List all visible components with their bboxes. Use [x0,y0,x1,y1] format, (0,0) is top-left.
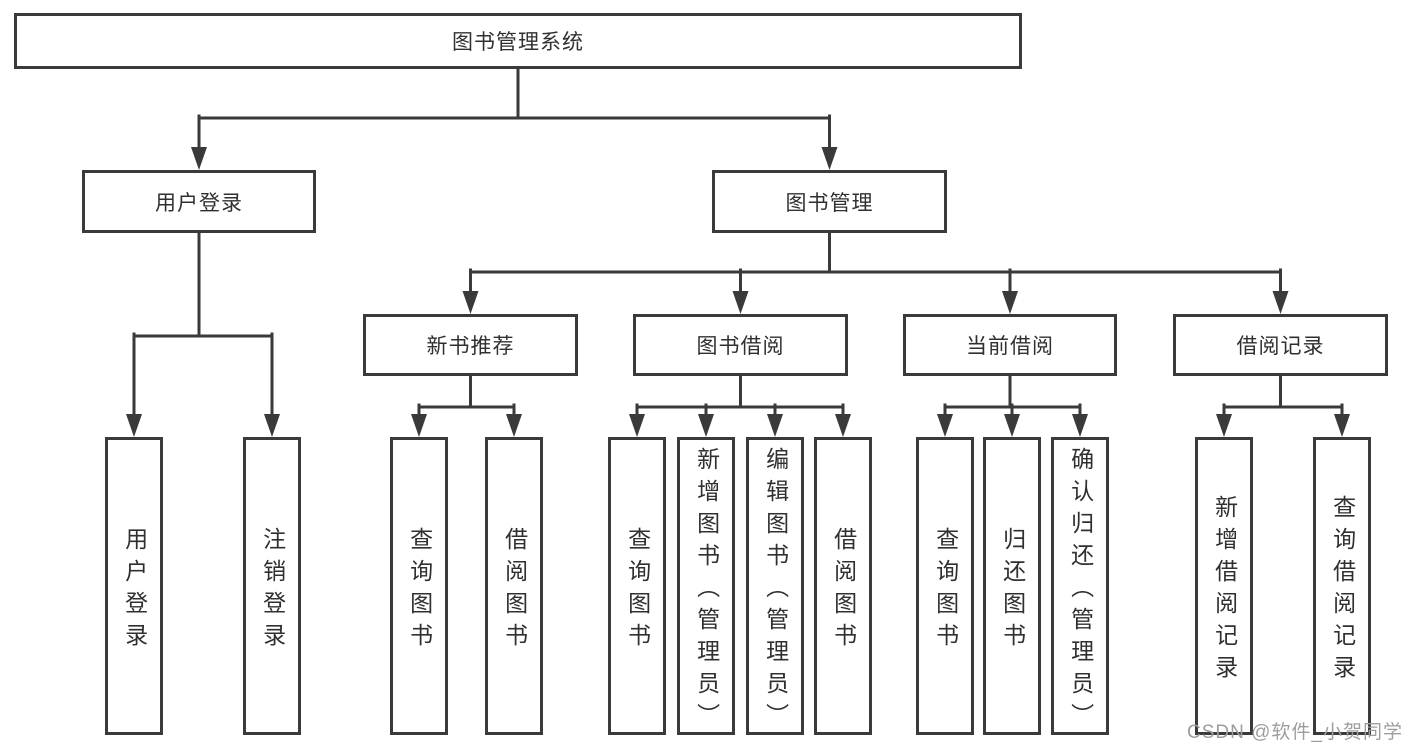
leaf-logout: 注销登录 [243,437,301,735]
connector-user-login-to-leaves [126,231,280,437]
leaf-query-book-recommend: 查询图书 [390,437,448,735]
arrowhead-down-icon [1002,291,1018,314]
leaf-label: 新增借阅记录 [1211,494,1238,687]
leaf-label: 用户登录 [121,526,148,655]
arrowhead-down-icon [629,414,645,437]
leaf-label: 查询图书 [406,526,433,655]
leaf-query-borrow-record: 查询借阅记录 [1313,437,1371,735]
leaf-user-login: 用户登录 [105,437,163,735]
arrowhead-down-icon [1072,414,1088,437]
leaf-edit-book-admin: 编辑图书（管理员） [746,437,804,735]
arrowhead-down-icon [698,414,714,437]
node-book-borrow: 图书借阅 [633,314,848,376]
leaf-query-book-current: 查询图书 [916,437,974,735]
leaf-borrow-book-recommend: 借阅图书 [485,437,543,735]
node-book-management: 图书管理 [712,170,947,233]
arrowhead-down-icon [1216,414,1232,437]
leaf-label: 注销登录 [259,526,286,655]
node-borrow-record: 借阅记录 [1173,314,1388,376]
arrowhead-down-icon [506,414,522,437]
leaf-add-book-admin: 新增图书（管理员） [677,437,735,735]
arrowhead-down-icon [835,414,851,437]
arrowhead-down-icon [1272,291,1289,314]
leaf-label: 新增图书（管理员） [693,446,720,735]
arrowhead-down-icon [821,147,838,170]
arrowhead-down-icon [126,414,142,437]
leaf-label: 归还图书 [999,526,1026,655]
node-user-login: 用户登录 [82,170,316,233]
arrowhead-down-icon [411,414,427,437]
connector-book-management-to-level3 [462,231,1289,314]
leaf-label: 借阅图书 [830,526,857,655]
arrowhead-down-icon [937,414,953,437]
leaf-confirm-return-admin: 确认归还（管理员） [1051,437,1109,735]
connector-root-to-level2 [191,67,838,170]
arrowhead-down-icon [767,414,783,437]
arrowhead-down-icon [1004,414,1020,437]
connector-borrow-record-to-leaves [1216,374,1350,437]
leaf-label: 查询图书 [932,526,959,655]
connector-book-borrow-to-leaves [629,374,851,437]
connector-new-book-to-leaves [411,374,522,437]
node-root: 图书管理系统 [14,13,1022,69]
connector-current-borrow-to-leaves [937,374,1088,437]
leaf-label: 确认归还（管理员） [1067,446,1094,735]
leaf-label: 查询图书 [624,526,651,655]
csdn-watermark: CSDN @软件_小贺同学 [1187,722,1403,743]
node-new-book-recommend: 新书推荐 [363,314,578,376]
arrowhead-down-icon [732,291,749,314]
leaf-label: 编辑图书（管理员） [762,446,789,735]
leaf-query-book-borrow: 查询图书 [608,437,666,735]
leaf-label: 借阅图书 [501,526,528,655]
arrowhead-down-icon [191,147,207,170]
arrowhead-down-icon [264,414,280,437]
leaf-return-book: 归还图书 [983,437,1041,735]
node-current-borrow: 当前借阅 [903,314,1117,376]
leaf-borrow-book: 借阅图书 [814,437,872,735]
leaf-add-borrow-record: 新增借阅记录 [1195,437,1253,735]
arrowhead-down-icon [462,291,479,314]
leaf-label: 查询借阅记录 [1329,494,1356,687]
arrowhead-down-icon [1334,414,1350,437]
